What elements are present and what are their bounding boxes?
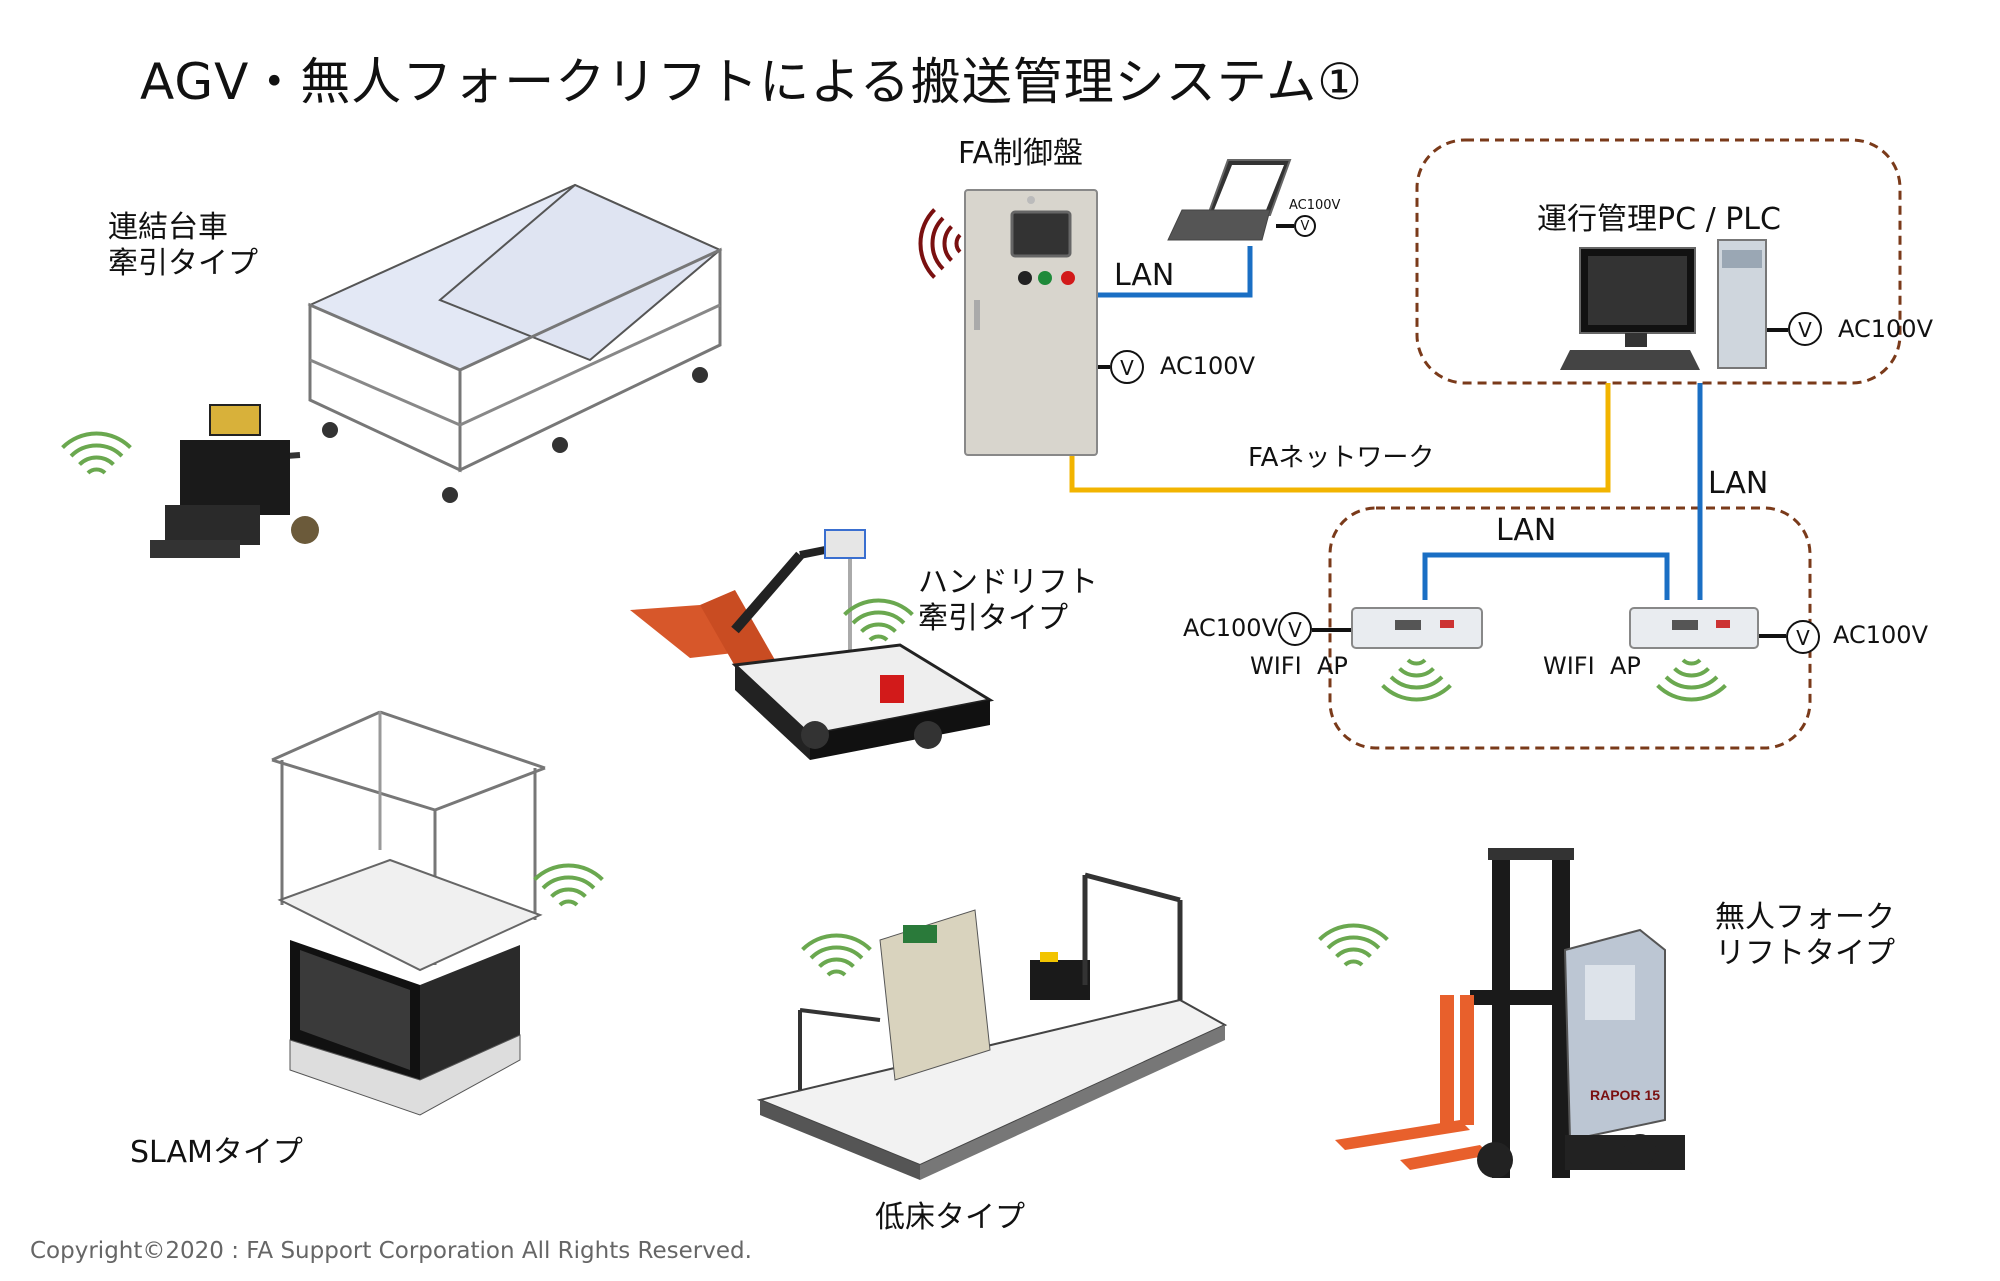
autonomous-forklift-image: RAPOR 15 (1335, 848, 1685, 1178)
fa-control-panel-label: FA制御盤 (958, 136, 1084, 171)
wifi-icon-hand-lift (845, 581, 913, 649)
low-floor-agv-image (756, 872, 1228, 1180)
power-label-ap-right: AC100V (1833, 621, 1928, 649)
forklift-model-text: RAPOR 15 (1590, 1087, 1660, 1103)
wifi-ap-device-left (1351, 607, 1483, 649)
wifi-icon-ap-left (1383, 652, 1451, 720)
fa-network-label: FAネットワーク (1248, 443, 1435, 473)
wifi-icon-slam (535, 846, 603, 914)
wifi-ap-label-right: WIFI AP (1543, 652, 1641, 680)
lan-label-ap: LAN (1496, 513, 1557, 548)
wifi-icon-coupled-cart (63, 414, 131, 482)
management-zone-box (1415, 138, 1902, 385)
forklift-label: 無人フォーク リフトタイプ (1715, 900, 1895, 971)
wifi-icon-forklift (1320, 906, 1388, 974)
wifi-zone-box (1328, 506, 1812, 750)
page-title: AGV・無人フォークリフトによる搬送管理システム① (140, 53, 1364, 111)
power-label-pc: AC100V (1838, 315, 1933, 343)
power-outlet-icon: V (1110, 350, 1144, 384)
desktop-pc-icon (1560, 239, 1767, 370)
lan-label-panel: LAN (1114, 258, 1175, 293)
management-pc-label: 運行管理PC / PLC (1537, 202, 1781, 237)
slam-agv-image (271, 710, 546, 1116)
power-label-laptop: AC100V (1289, 198, 1341, 213)
fa-control-panel-icon (964, 189, 1098, 456)
lan-label-vertical: LAN (1708, 466, 1769, 501)
slam-label: SLAMタイプ (130, 1135, 303, 1170)
wifi-ap-label-left: WIFI AP (1250, 652, 1348, 680)
wifi-icon-panel (901, 210, 969, 278)
power-outlet-icon: V (1294, 215, 1316, 237)
power-outlet-icon: V (1788, 312, 1822, 346)
wifi-icon-low-floor (803, 916, 871, 984)
power-outlet-icon: V (1278, 612, 1312, 646)
coupled-cart-label: 連結台車 牽引タイプ (108, 210, 258, 281)
power-outlet-icon: V (1786, 620, 1820, 654)
copyright-text: Copyright©2020 : FA Support Corporation … (30, 1238, 752, 1264)
low-floor-label: 低床タイプ (875, 1200, 1025, 1235)
laptop-icon (1167, 159, 1292, 241)
power-label-ap-left: AC100V (1183, 614, 1278, 642)
power-label-panel: AC100V (1160, 352, 1255, 380)
wifi-ap-device-right (1629, 607, 1759, 649)
wifi-icon-ap-right (1658, 652, 1726, 720)
hand-lift-label: ハンドリフト 牽引タイプ (918, 565, 1098, 636)
lan-line-ap (1422, 552, 1670, 600)
